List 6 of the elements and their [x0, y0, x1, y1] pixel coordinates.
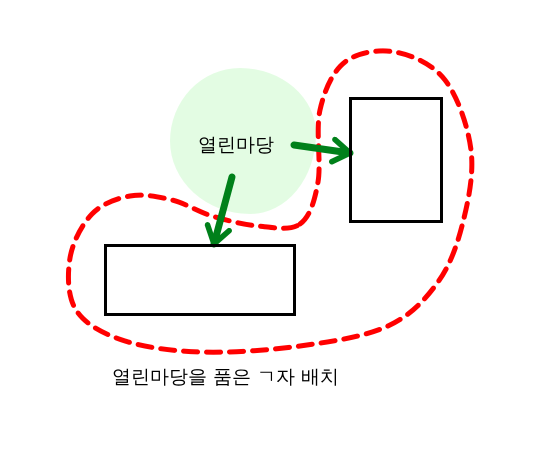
- area-label: 열린마당: [198, 133, 274, 158]
- arrow: [290, 136, 354, 164]
- building-box: [104, 244, 296, 316]
- caption: 열린마당을 품은 ㄱ자 배치: [112, 365, 340, 390]
- building-box: [349, 97, 443, 223]
- arrow: [204, 174, 236, 248]
